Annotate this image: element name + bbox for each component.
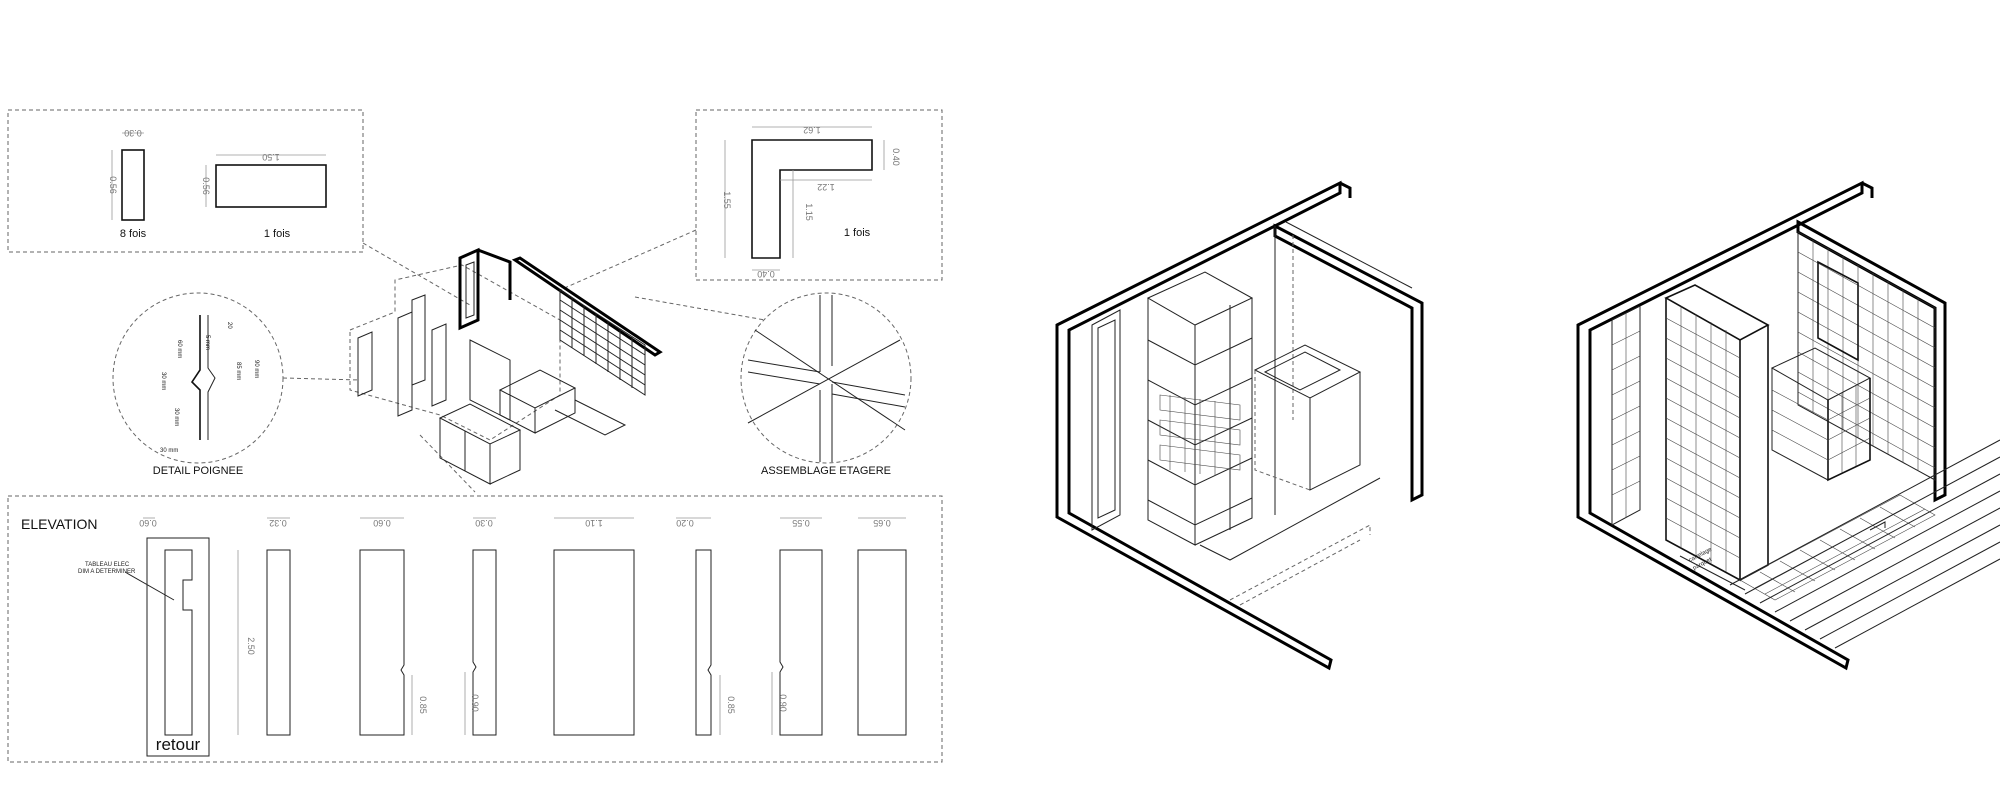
label-1-fois-corner: 1 fois (844, 227, 871, 239)
room-wall-left (1055, 180, 1342, 671)
width-3: 0.30 (475, 518, 493, 528)
dim-inner-v: 1.15 (804, 203, 814, 221)
central-isometric-furniture (282, 229, 766, 493)
note-tableau-elec: TABLEAU ELEC (85, 562, 130, 568)
parquet-floor (1729, 439, 2000, 649)
elevation-panel-4 (472, 549, 497, 736)
isometric-room-furniture (1055, 180, 1424, 671)
width-7: 0.65 (873, 518, 891, 528)
width-2: 0.60 (373, 518, 391, 528)
panel-shelf-pieces: 0.30 0.56 8 fois 1.50 0.56 1 fois (7, 109, 364, 253)
retour-label: retour (156, 735, 201, 754)
elevation-panel-1 (146, 537, 210, 757)
tiled-vanity (1770, 347, 1872, 401)
tall-column (458, 247, 480, 331)
box-units (438, 369, 627, 485)
isometric-room-tiled: carrelage parquet (1576, 180, 2000, 671)
dim-5mm: 5 mm (204, 335, 210, 350)
handle-height-0: 0.85 (418, 696, 428, 714)
assemblage-title: ASSEMBLAGE ETAGERE (761, 465, 891, 477)
detail-poignee-title: DETAIL POIGNEE (153, 465, 243, 477)
label-8-fois: 8 fois (120, 228, 147, 240)
tall-cabinet (1146, 271, 1254, 326)
assemblage-circle (740, 292, 912, 464)
note-dim-a-determiner: DIM A DETERMINER (78, 569, 136, 575)
tile-grid-column (1665, 306, 1741, 572)
piece-long (215, 164, 327, 208)
dim-small-height: 0.56 (108, 176, 118, 194)
panel-corner-piece: 1.62 0.40 1.22 1.15 1.55 0.40 1 fois (695, 109, 943, 281)
dim-top: 1.62 (803, 125, 821, 135)
height-dim: 2.50 (246, 637, 256, 655)
panel-border (7, 109, 364, 253)
tile-grid-floor (1739, 494, 1936, 601)
width-4: 1.10 (585, 518, 603, 528)
dim-inner: 1.22 (817, 182, 835, 192)
elevation-panel-7 (779, 549, 823, 736)
dim-left: 1.55 (722, 191, 732, 209)
dim-long-width: 1.50 (262, 152, 280, 162)
handle-profile (190, 315, 201, 440)
elevation-panel-3 (359, 549, 405, 736)
dim-long-height: 0.56 (201, 177, 211, 195)
tiled-mirror (1817, 260, 1859, 362)
dim-30mm-b: 30 mm (173, 408, 179, 426)
detail-poignee: 5 mm 20 60 mm 90 mm 85 mm 30 mm 30 mm 30… (112, 292, 284, 477)
dim-right: 0.40 (891, 148, 901, 166)
elevation-panel-8 (857, 549, 907, 736)
piece-small (121, 149, 145, 221)
handle-height-1: 0.90 (470, 694, 480, 712)
elevation-panel: ELEVATION TABLEAU ELEC DIM A DETERMINER … (7, 495, 943, 763)
width-1: 0.32 (269, 518, 287, 528)
dim-60mm: 60 mm (176, 340, 182, 358)
panel-border (695, 109, 943, 281)
dim-90mm: 90 mm (253, 360, 259, 378)
elevation-border (7, 495, 943, 763)
width-6: 0.55 (792, 518, 810, 528)
dim-small-width: 0.30 (124, 128, 142, 138)
detail-circle (112, 292, 284, 464)
handle-height-2: 0.85 (726, 696, 736, 714)
tile-grid-back-wall (1797, 240, 1936, 471)
mirror-panel (1091, 309, 1121, 531)
dim-20: 20 (226, 322, 232, 329)
width-5: 0.20 (676, 518, 694, 528)
tiled-room-wall-left (1576, 180, 1864, 671)
handle-height-3: 0.90 (778, 694, 788, 712)
tiled-column (1664, 284, 1770, 341)
elevation-panel-6 (695, 549, 712, 736)
dim-85mm: 85 mm (235, 362, 241, 380)
cabinet-shelving-detail (1159, 394, 1241, 476)
piece-l-shape (751, 139, 873, 259)
dim-bottom: 0.40 (757, 269, 775, 279)
elevation-title: ELEVATION (21, 516, 98, 532)
cut-outline (349, 264, 561, 441)
assemblage-etagere: ASSEMBLAGE ETAGERE (740, 292, 912, 477)
room-wall-right (1273, 223, 1424, 503)
width-0: 0.60 (139, 518, 157, 528)
shelf-grid (559, 298, 646, 388)
dim-30mm-a: 30 mm (160, 372, 166, 390)
label-1-fois: 1 fois (264, 228, 291, 240)
elevation-panel-5 (553, 549, 635, 736)
dim-30mm-c: 30 mm (160, 448, 178, 454)
elevation-panel-2 (266, 549, 291, 736)
